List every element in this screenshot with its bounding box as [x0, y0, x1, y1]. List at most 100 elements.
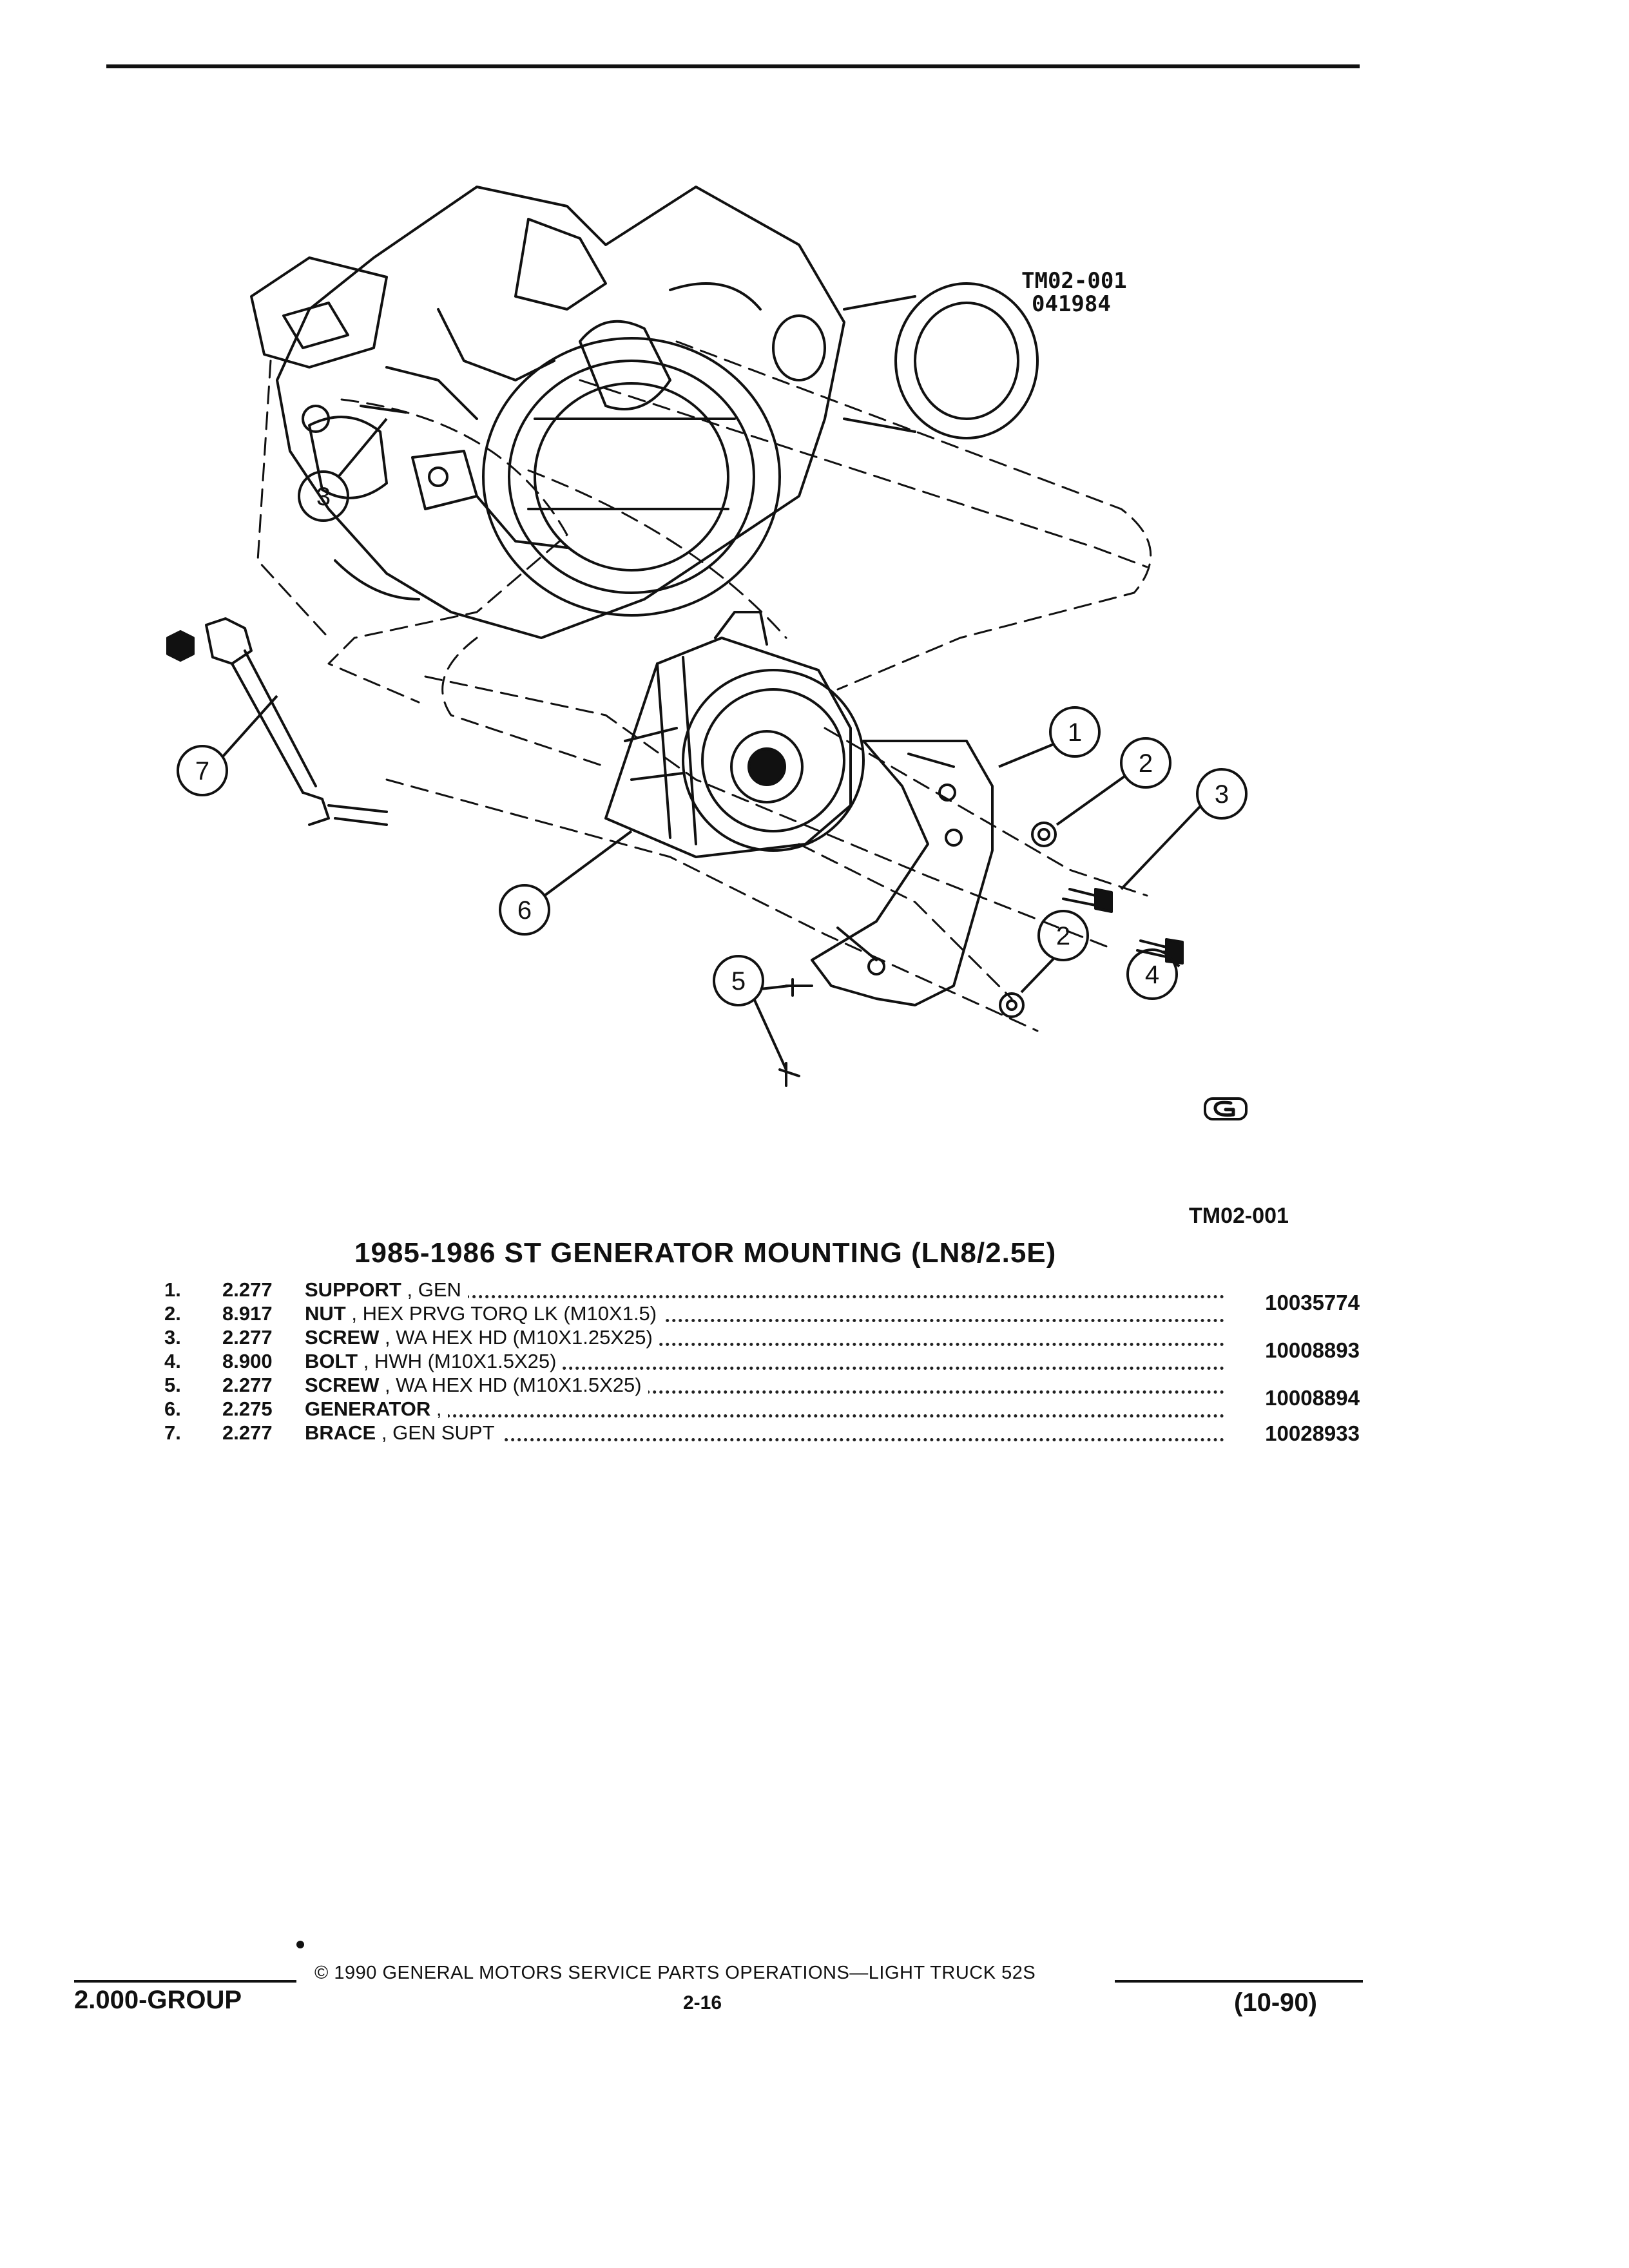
callout-label: 7 [195, 757, 209, 785]
leader-dots [305, 1319, 1224, 1322]
diagram-svg: 1 2 3 2 3 [166, 186, 1248, 1120]
leader-dots [305, 1390, 1224, 1394]
parts-row: 1. 2.277 SUPPORT , GEN [164, 1278, 1360, 1302]
item-name: SUPPORT [305, 1278, 401, 1301]
item-number: 1. [164, 1278, 181, 1301]
footer-rule-right [1115, 1980, 1363, 1983]
callouts: 1 2 3 2 3 [177, 418, 1248, 1070]
callout-7: 7 [177, 695, 278, 796]
leader-dots [305, 1367, 1224, 1370]
group-number: 2.277 [222, 1278, 273, 1301]
part-number: 10028933 [1265, 1421, 1360, 1445]
group-number: 2.275 [222, 1398, 273, 1420]
item-name: SCREW [305, 1374, 380, 1396]
item-description: SUPPORT , GEN [305, 1278, 468, 1302]
parts-row: 7. 2.277 BRACE , GEN SUPT 10028933 [164, 1421, 1360, 1445]
callout-6: 6 [499, 830, 633, 936]
item-description: BOLT , HWH (M10X1.5X25) [305, 1350, 563, 1373]
item-number: 5. [164, 1374, 181, 1396]
footer-copyright: © 1990 GENERAL MOTORS SERVICE PARTS OPER… [314, 1963, 1036, 1983]
parts-row: 6. 2.275 GENERATOR , 10008894 [164, 1386, 1360, 1421]
support-bracket [811, 740, 994, 1006]
item-qualifier: , HWH (M10X1.5X25) [363, 1350, 557, 1372]
callout-1: 1 [998, 706, 1101, 768]
parts-row: 4. 8.900 BOLT , HWH (M10X1.5X25) 1000889… [164, 1338, 1360, 1374]
group-number: 8.917 [222, 1302, 273, 1325]
item-description: SCREW , WA HEX HD (M10X1.5X25) [305, 1374, 648, 1397]
callout-label: 3 [316, 483, 331, 511]
callout-label: 5 [731, 967, 746, 995]
callout-5: 5 [713, 955, 790, 1070]
leader-dots [305, 1438, 1224, 1441]
alignment-lines [256, 340, 1152, 1032]
item-qualifier: , GEN SUPT [381, 1421, 495, 1444]
generator-body [604, 611, 865, 858]
callout-2b: 2 [1020, 910, 1089, 994]
gm-logo [1204, 1097, 1248, 1120]
item-name: GENERATOR [305, 1398, 431, 1420]
item-name: BOLT [305, 1350, 358, 1372]
header-rule [106, 64, 1360, 68]
footer-group: 2.000-GROUP [74, 1986, 242, 2014]
item-description: NUT , HEX PRVG TORQ LK (M10X1.5) [305, 1302, 664, 1325]
item-qualifier: , WA HEX HD (M10X1.5X25) [385, 1374, 642, 1396]
mounting-plate [411, 450, 478, 510]
item-qualifier: , GEN [407, 1278, 461, 1301]
callout-label: 2 [1139, 749, 1153, 778]
callout-label: 3 [1215, 780, 1229, 809]
engine-block [276, 186, 845, 639]
group-number: 2.277 [222, 1374, 273, 1396]
figure-id: TM02-001 041984 [1021, 269, 1127, 316]
item-number: 2. [164, 1302, 181, 1325]
callout-label: 1 [1068, 718, 1082, 747]
callout-label: 2 [1056, 922, 1070, 950]
callout-4: 4 [1126, 948, 1181, 1000]
item-description: BRACE , GEN SUPT [305, 1421, 501, 1445]
parts-list: 1. 2.277 SUPPORT , GEN 2. 8.917 NUT , HE… [164, 1278, 1360, 1445]
item-name: BRACE [305, 1421, 376, 1444]
hardware-items [778, 822, 1184, 1087]
item-number: 7. [164, 1421, 181, 1444]
footer-rule-left [74, 1980, 296, 1983]
figure-date: 041984 [1032, 291, 1111, 317]
leader-dots [305, 1343, 1224, 1346]
page-title: 1985-1986 ST GENERATOR MOUNTING (LN8/2.5… [354, 1237, 1057, 1269]
parts-row: 5. 2.277 SCREW , WA HEX HD (M10X1.5X25) [164, 1374, 1360, 1398]
upper-left-bracket [250, 256, 407, 433]
item-number: 6. [164, 1398, 181, 1420]
brace-nut [166, 630, 195, 662]
callout-3a: 3 [1120, 768, 1248, 890]
exploded-diagram: 1 2 3 2 3 [116, 148, 1340, 1153]
parts-row: 3. 2.277 SCREW , WA HEX HD (M10X1.25X25) [164, 1326, 1360, 1350]
brace [205, 617, 388, 826]
callout-3b: 3 [298, 418, 388, 522]
callout-label: 6 [517, 896, 532, 925]
leader-dots [305, 1414, 1224, 1418]
figure-reference: TM02-001 [1189, 1204, 1289, 1228]
figure-code: TM02-001 [1021, 268, 1127, 294]
item-name: SCREW [305, 1326, 380, 1349]
callout-label: 4 [1145, 961, 1159, 989]
item-qualifier: , HEX PRVG TORQ LK (M10X1.5) [351, 1302, 657, 1325]
item-description: SCREW , WA HEX HD (M10X1.25X25) [305, 1326, 659, 1349]
group-number: 2.277 [222, 1326, 273, 1349]
callout-2a: 2 [1055, 737, 1171, 826]
item-number: 3. [164, 1326, 181, 1349]
parts-row: 2. 8.917 NUT , HEX PRVG TORQ LK (M10X1.5… [164, 1291, 1360, 1326]
part-number: 10035774 [1265, 1291, 1360, 1314]
footer-page-number: 2-16 [683, 1992, 722, 2013]
item-qualifier: , [436, 1398, 442, 1420]
group-number: 8.900 [222, 1350, 273, 1372]
power-steering-pump [772, 282, 1039, 439]
item-name: NUT [305, 1302, 346, 1325]
group-number: 2.277 [222, 1421, 273, 1444]
item-number: 4. [164, 1350, 181, 1372]
part-number: 10008894 [1265, 1386, 1360, 1410]
part-number: 10008893 [1265, 1338, 1360, 1362]
bullet-mark [296, 1941, 304, 1948]
water-pump-pulley [482, 337, 781, 617]
footer-revision: (10-90) [1234, 1988, 1317, 2017]
leader-dots [305, 1295, 1224, 1298]
item-qualifier: , WA HEX HD (M10X1.25X25) [385, 1326, 653, 1349]
item-description: GENERATOR , [305, 1398, 448, 1421]
